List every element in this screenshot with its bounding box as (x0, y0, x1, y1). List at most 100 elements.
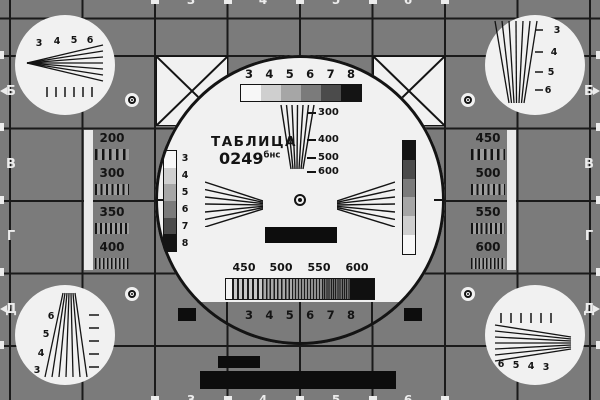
tick-mark (596, 341, 600, 349)
column-digit: 4 (258, 0, 268, 7)
edge-arrow-icon (593, 305, 600, 313)
column-digit: 6 (403, 0, 413, 7)
tick-mark (369, 0, 377, 4)
target-icon (125, 287, 139, 301)
fan-numbers: 3 4 5 6 (36, 35, 94, 49)
edge-arrow-icon (593, 87, 600, 95)
black-square-marker (404, 308, 422, 321)
resolution-fan-top-right: 3 4 5 6 (494, 20, 561, 104)
resolution-fan-top-left: 3 4 5 6 (26, 35, 104, 97)
burst-label-right-1: 450 (475, 131, 501, 145)
fan-number: 3 (34, 365, 41, 376)
fan-lines (26, 44, 104, 82)
corner-circle-bottom-left: 6 5 4 3 (15, 285, 115, 385)
fan-numbers: 6 5 4 3 (498, 359, 550, 373)
tick-mark (296, 0, 304, 4)
row-letter-right: Б (584, 84, 594, 99)
fan-number: 5 (513, 360, 520, 371)
tick-marks (46, 87, 93, 97)
corner-circle-bottom-right: 6 5 4 3 (485, 285, 585, 385)
target-icon (461, 93, 475, 107)
tick-mark (441, 0, 449, 4)
tick-mark (0, 123, 4, 131)
burst-bars-icon (95, 184, 129, 195)
fan-number: 4 (528, 361, 535, 372)
target-dot-icon (467, 293, 469, 295)
black-bar-small (218, 356, 260, 368)
tick-marks (500, 313, 552, 323)
burst-label-left-4: 400 (99, 240, 125, 254)
row-letter-right: В (584, 157, 594, 172)
burst-label-right-2: 500 (475, 166, 501, 180)
tick-mark (596, 196, 600, 204)
target-dot-icon (131, 99, 133, 101)
burst-bars-icon (95, 258, 129, 269)
fan-number: 3 (36, 38, 43, 49)
tick-mark (151, 396, 159, 400)
burst-bars-icon (471, 223, 505, 234)
burst-label-right-3: 550 (475, 205, 501, 219)
center-circle-outline (155, 55, 445, 345)
fan-number: 3 (543, 362, 550, 373)
tick-mark (369, 396, 377, 400)
column-digit: 3 (186, 0, 196, 7)
tick-mark (0, 341, 4, 349)
tick-mark (0, 196, 4, 204)
burst-bars-icon (471, 184, 505, 195)
tick-mark (596, 51, 600, 59)
row-letter-left: В (6, 157, 16, 172)
black-bar-wide (200, 371, 396, 389)
row-letter-right: Д (583, 302, 595, 317)
tick-mark (151, 0, 159, 4)
column-digit: 5 (331, 0, 341, 7)
tick-mark (441, 396, 449, 400)
target-icon (461, 287, 475, 301)
edge-arrow-icon (0, 87, 7, 95)
burst-label-left-3: 350 (99, 205, 125, 219)
burst-label-right-4: 600 (475, 240, 501, 254)
fan-number: 6 (87, 35, 94, 46)
fan-number: 4 (54, 36, 61, 47)
target-dot-icon (467, 99, 469, 101)
tick-marks (89, 314, 99, 368)
fan-lines (494, 324, 572, 362)
tick-mark (224, 396, 232, 400)
fan-lines (494, 20, 538, 104)
burst-label-left-1: 200 (99, 131, 125, 145)
row-letter-left: Г (6, 229, 16, 244)
resolution-fan-bottom-left: 6 5 4 3 (34, 292, 99, 378)
fan-number: 5 (548, 67, 555, 78)
burst-bars-icon (95, 223, 129, 234)
corner-circle-top-right: 3 4 5 6 (485, 15, 585, 115)
fan-numbers: 6 5 4 3 (34, 311, 55, 376)
fan-number: 5 (43, 329, 50, 340)
edge-arrow-icon (0, 305, 7, 313)
burst-bars-icon (471, 258, 505, 269)
white-reference-strip (84, 130, 93, 270)
column-digit: 3 (186, 393, 196, 400)
fan-number: 5 (71, 35, 78, 46)
column-digit: 5 (331, 393, 341, 400)
black-square-marker (178, 308, 196, 321)
column-digit: 4 (258, 393, 268, 400)
burst-bars-icon (95, 149, 129, 160)
corner-circle-top-left: 3 4 5 6 (15, 15, 115, 115)
resolution-fan-bottom-right: 6 5 4 3 (494, 313, 572, 373)
tick-mark (296, 396, 304, 400)
fan-number: 4 (551, 47, 558, 58)
row-letter-left: Д (5, 302, 17, 317)
fan-number: 6 (545, 85, 552, 96)
white-reference-strip (507, 130, 516, 270)
tick-mark (224, 0, 232, 4)
row-letter-right: Г (584, 229, 594, 244)
tick-mark (0, 51, 4, 59)
fan-number: 3 (554, 25, 561, 36)
tick-mark (596, 268, 600, 276)
burst-bars-icon (471, 149, 505, 160)
tick-marks (535, 29, 543, 91)
fan-number: 4 (38, 348, 45, 359)
column-digit: 6 (403, 393, 413, 400)
tick-mark (596, 123, 600, 131)
row-letter-left: Б (6, 84, 16, 99)
fan-numbers: 3 4 5 6 (545, 25, 561, 96)
